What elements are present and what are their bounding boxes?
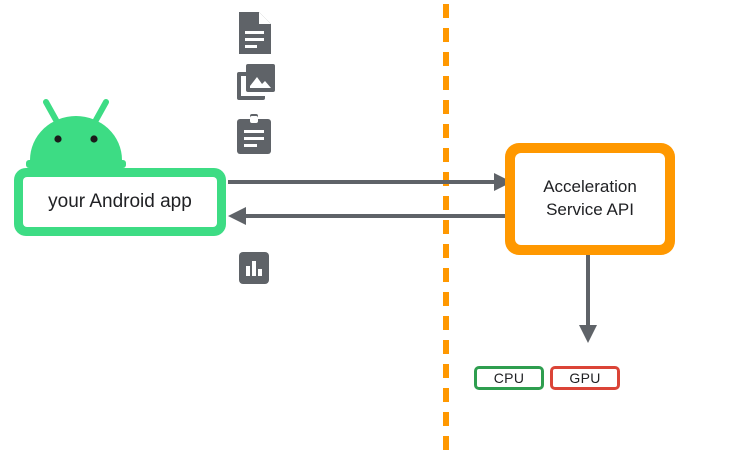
android-robot-icon — [24, 98, 128, 174]
android-app-label: your Android app — [48, 191, 192, 212]
clipboard-icon-svg — [237, 114, 271, 154]
android-app-box[interactable]: your Android app — [14, 168, 226, 236]
dashed-divider — [443, 4, 449, 454]
bar-chart-icon — [239, 252, 269, 289]
bar-chart-icon-svg — [239, 252, 269, 284]
cpu-chip[interactable]: CPU — [474, 366, 544, 390]
android-app-box-inner: your Android app — [23, 177, 217, 227]
dispatch-arrow — [579, 255, 597, 343]
images-icon — [237, 64, 275, 105]
document-icon — [237, 12, 271, 59]
images-icon-svg — [237, 64, 275, 100]
acceleration-service-api-box[interactable]: Acceleration Service API — [505, 143, 675, 255]
gpu-chip-label: GPU — [569, 370, 601, 386]
api-label-line-1: Acceleration — [543, 177, 637, 197]
api-label-line-2: Service API — [546, 200, 634, 219]
acceleration-service-api-box-inner: Acceleration Service API — [515, 153, 665, 245]
clipboard-icon — [237, 114, 271, 159]
gpu-chip[interactable]: GPU — [550, 366, 620, 390]
android-robot-svg — [26, 99, 126, 168]
cpu-chip-label: CPU — [493, 370, 525, 386]
document-icon-svg — [239, 12, 271, 54]
response-arrow — [228, 207, 512, 225]
request-arrow — [228, 173, 512, 191]
